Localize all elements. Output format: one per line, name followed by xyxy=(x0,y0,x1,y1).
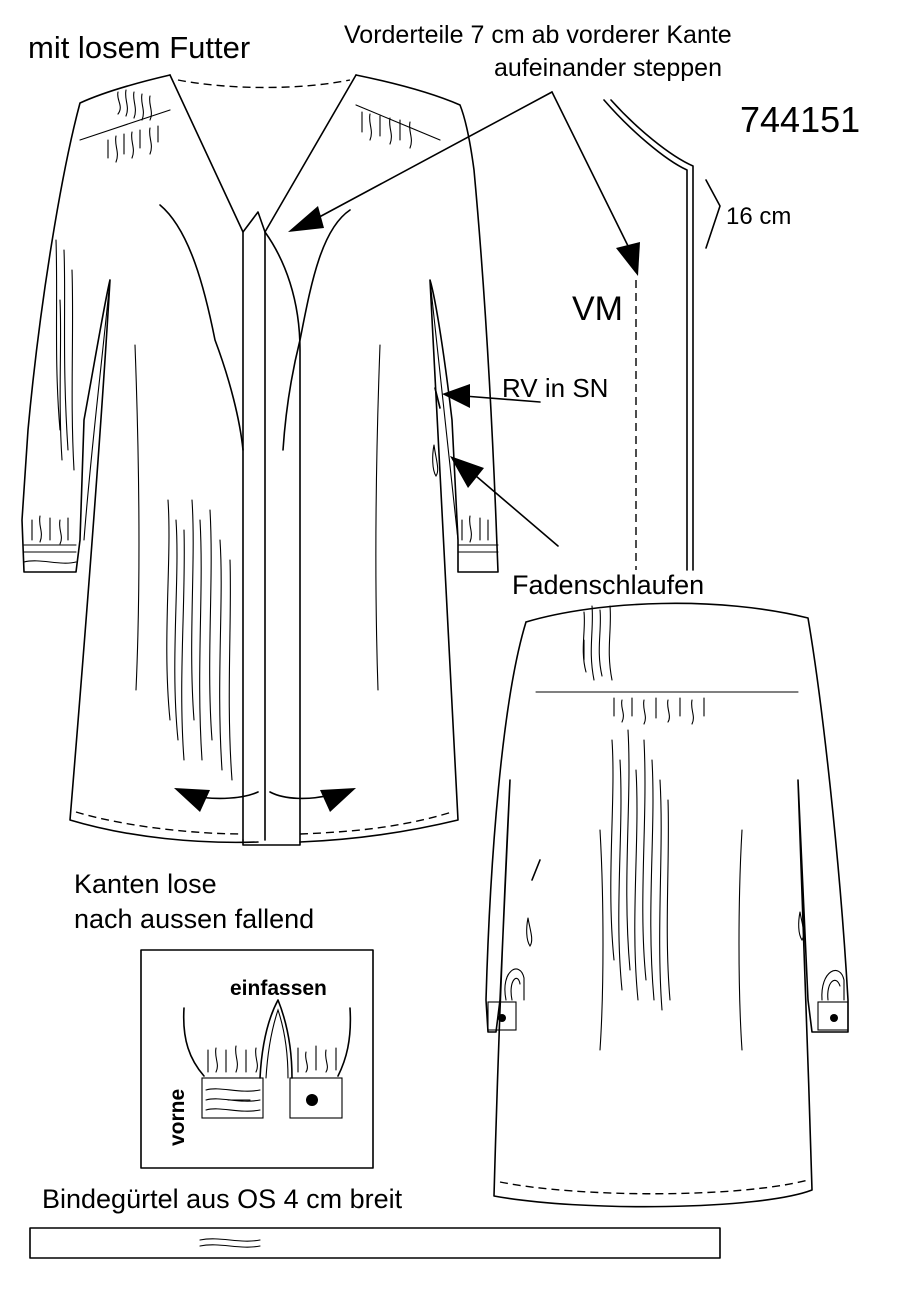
front-right-cuff-lines xyxy=(457,544,499,553)
front-view-coat xyxy=(21,74,499,846)
back-right-cuff-button xyxy=(830,1014,838,1022)
front-right-hem-stitching xyxy=(299,811,453,835)
front-zipper-mark xyxy=(434,387,441,409)
detail-binding-inner xyxy=(265,1008,289,1079)
stitch-note-arrow-head xyxy=(288,206,324,232)
detail-left-sleeve-edge xyxy=(182,1007,205,1077)
detail-frame xyxy=(140,949,374,1169)
front-fringe-texture xyxy=(31,89,489,781)
back-right-dart xyxy=(738,829,743,1051)
front-right-dart xyxy=(375,344,381,691)
detail-right-sleeve-edge xyxy=(337,1007,352,1077)
front-right-neck-edge xyxy=(264,74,357,841)
detail-front-cuff xyxy=(201,1077,264,1119)
front-right-lining-curve xyxy=(282,209,351,451)
front-right-sleeve-seam xyxy=(429,279,459,541)
belt-texture xyxy=(199,1238,261,1248)
front-left-neck-edge xyxy=(169,74,244,841)
callout-arrows xyxy=(288,91,640,547)
title-label: mit losem Futter xyxy=(28,30,250,65)
front-edge-inner-line xyxy=(610,99,694,571)
front-left-dart xyxy=(134,344,140,691)
back-left-cuff xyxy=(487,1001,517,1031)
belt-outline xyxy=(29,1227,721,1259)
back-left-cuff-button xyxy=(498,1014,506,1022)
detail-bind-label: einfassen xyxy=(230,977,327,1000)
stitch-note-arrow-line xyxy=(309,91,553,223)
front-thread-loop xyxy=(432,444,439,477)
back-outline xyxy=(485,602,849,1208)
edges-note-line2: nach aussen fallend xyxy=(74,904,314,934)
front-right-shoulder-seam xyxy=(355,104,441,141)
front-note-line1: Vorderteile 7 cm ab vorderer Kante xyxy=(344,21,732,49)
zipper-arrow-head xyxy=(442,384,470,408)
detail-back-cuff xyxy=(289,1077,343,1119)
front-left-hem-stitching xyxy=(75,811,244,835)
belt-label: Bindegürtel aus OS 4 cm breit xyxy=(42,1184,403,1214)
front-right-fall-arrow-head xyxy=(320,788,356,812)
thread-loop-arrow-head xyxy=(450,456,484,488)
edges-note-line1: Kanten lose xyxy=(74,869,217,899)
detail-front-label: vorne xyxy=(166,1089,189,1146)
measure-bracket xyxy=(705,179,721,249)
back-zipper-mark xyxy=(531,859,541,881)
back-fringe-texture xyxy=(582,605,705,1011)
front-left-cuff-lines xyxy=(23,544,77,564)
back-right-cuff xyxy=(817,1001,849,1031)
thread-loops-label: Fadenschlaufen xyxy=(512,570,704,600)
back-right-thread-loop xyxy=(798,911,805,941)
detail-binding-outer xyxy=(259,999,293,1079)
cuff-detail-box xyxy=(140,949,374,1169)
front-outline xyxy=(21,74,499,844)
front-v-point xyxy=(242,211,266,233)
back-right-cuff-tab xyxy=(821,969,845,1001)
back-left-dart xyxy=(599,829,604,1051)
front-left-shoulder-seam xyxy=(79,109,171,141)
center-front-arrow-line xyxy=(551,91,631,251)
front-left-sleeve-seam xyxy=(83,279,111,541)
front-left-lining-curve xyxy=(159,204,244,451)
belt-drawing xyxy=(29,1227,721,1259)
zipper-arrow-line xyxy=(463,395,541,403)
thread-loop-arrow-line xyxy=(475,475,559,547)
detail-cuff-button xyxy=(306,1094,318,1106)
measure-label: 16 cm xyxy=(726,203,791,230)
detail-cuff-texture xyxy=(205,1088,261,1112)
back-left-cuff-tab xyxy=(504,968,525,1001)
back-left-thread-loop xyxy=(526,917,533,947)
front-neck-stitching xyxy=(177,79,351,89)
detail-fringe-texture xyxy=(207,1045,337,1073)
front-edge-detail xyxy=(603,99,721,571)
front-right-panel-edge xyxy=(264,231,301,843)
back-view-coat xyxy=(485,602,849,1208)
center-front-label: VM xyxy=(572,290,623,328)
zipper-label: RV in SN xyxy=(502,373,608,403)
front-edge-outer-line xyxy=(603,99,688,571)
front-hem-overlap xyxy=(242,839,301,846)
front-left-fall-arrow-head xyxy=(174,788,210,812)
back-hem-stitching xyxy=(499,1179,809,1195)
center-front-arrow-head xyxy=(616,242,640,276)
front-note-line2: aufeinander steppen xyxy=(494,54,722,82)
model-number: 744151 xyxy=(740,99,860,140)
